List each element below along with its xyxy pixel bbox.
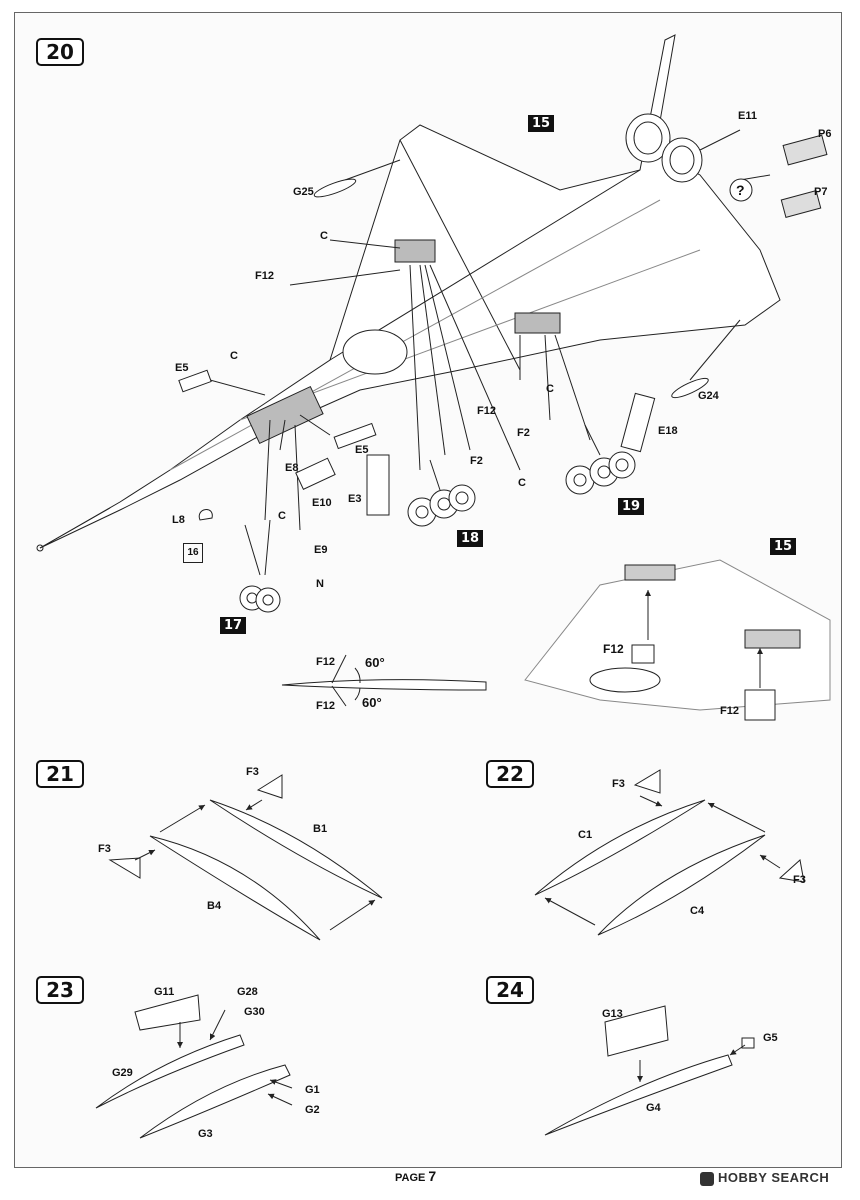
part-label-e10: E10 bbox=[312, 497, 332, 509]
part-label-22-c4: C4 bbox=[690, 905, 705, 917]
nose-bay-insert bbox=[394, 239, 436, 263]
step21-tank bbox=[108, 774, 383, 941]
part-label-c-3: C bbox=[546, 383, 554, 395]
part-label-f12-detail-2: F12 bbox=[720, 705, 739, 717]
nose-gear-17 bbox=[239, 519, 281, 613]
part-g24 bbox=[671, 377, 709, 399]
part-label-g24: G24 bbox=[698, 390, 719, 402]
part-label-f12-2: F12 bbox=[477, 405, 496, 417]
part-label-f12-angle-bottom: F12 bbox=[316, 700, 335, 712]
part-label-c-4: C bbox=[518, 477, 526, 489]
part-label-g29: G29 bbox=[112, 1067, 133, 1079]
part-g25 bbox=[313, 178, 357, 198]
part-label-f2-2: F2 bbox=[470, 455, 483, 467]
part-label-n: N bbox=[316, 578, 324, 590]
detail-15-inset bbox=[524, 559, 831, 721]
part-label-e3: E3 bbox=[348, 493, 362, 505]
main-gear-18 bbox=[407, 459, 476, 527]
option-circle bbox=[729, 178, 753, 202]
step23-missile bbox=[95, 994, 293, 1139]
part-e5-panel-2 bbox=[333, 422, 377, 450]
angle-label-bottom: 60° bbox=[362, 695, 382, 710]
part-label-g13: G13 bbox=[602, 1008, 623, 1020]
step-number-21: 21 bbox=[36, 760, 84, 788]
part-p6-mesh bbox=[782, 134, 828, 166]
angle-label-top: 60° bbox=[365, 655, 385, 670]
part-label-c-5: C bbox=[278, 510, 286, 522]
part-label-22-c1: C1 bbox=[578, 829, 593, 841]
part-label-f2-1: F2 bbox=[517, 427, 530, 439]
part-label-e8: E8 bbox=[285, 462, 299, 474]
main-bay-insert bbox=[514, 312, 561, 334]
part-label-e9: E9 bbox=[314, 544, 328, 556]
gun-bay-insert bbox=[246, 385, 324, 445]
angle-diagram bbox=[281, 654, 487, 707]
step24-missile bbox=[544, 1005, 755, 1136]
part-label-22-f3-top: F3 bbox=[612, 778, 625, 790]
part-label-c-2: C bbox=[230, 350, 238, 362]
part-label-e5-2: E5 bbox=[355, 444, 369, 456]
part-label-g11: G11 bbox=[154, 986, 175, 998]
part-label-22-f3-right: F3 bbox=[793, 874, 806, 886]
step-number-20: 20 bbox=[36, 38, 84, 66]
subassembly-tag-19: 19 bbox=[618, 498, 645, 515]
part-label-g5: G5 bbox=[763, 1032, 778, 1044]
part-label-g2: G2 bbox=[305, 1104, 320, 1116]
part-label-g1: G1 bbox=[305, 1084, 320, 1096]
watermark: HOBBY SEARCH bbox=[700, 1170, 829, 1186]
step22-tank bbox=[534, 769, 805, 936]
part-label-p7: P7 bbox=[814, 186, 828, 198]
part-l8 bbox=[198, 509, 213, 521]
part-label-f12-1: F12 bbox=[255, 270, 274, 282]
option-marker-label: ? bbox=[736, 182, 745, 198]
part-g5-nose bbox=[741, 1037, 755, 1049]
subassembly-tag-17: 17 bbox=[220, 617, 247, 634]
part-label-g3: G3 bbox=[198, 1128, 213, 1140]
subassembly-tag-15: 15 bbox=[528, 115, 555, 132]
part-label-e5-1: E5 bbox=[175, 362, 189, 374]
subassembly-tag-18: 18 bbox=[457, 530, 484, 547]
part-label-21-b4: B4 bbox=[207, 900, 222, 912]
part-p7-mesh bbox=[780, 190, 822, 218]
part-label-e11: E11 bbox=[738, 110, 757, 122]
part-label-c-1: C bbox=[320, 230, 328, 242]
main-gear-19 bbox=[565, 424, 636, 495]
step-number-23: 23 bbox=[36, 976, 84, 1004]
part-label-l8: L8 bbox=[172, 514, 185, 526]
page-footer: PAGE 7 bbox=[395, 1168, 436, 1184]
part-e5-panel bbox=[178, 369, 212, 393]
part-label-21-f3-left: F3 bbox=[98, 843, 111, 855]
subassembly-tag-15-detail: 15 bbox=[770, 538, 797, 555]
part-label-g28: G28 bbox=[237, 986, 258, 998]
page-number: 7 bbox=[428, 1168, 437, 1184]
page-label: PAGE bbox=[395, 1172, 426, 1184]
part-label-f12-angle-top: F12 bbox=[316, 656, 335, 668]
part-label-f12-detail-1: F12 bbox=[603, 642, 624, 656]
aircraft-airframe bbox=[36, 34, 781, 552]
part-label-g4: G4 bbox=[646, 1102, 661, 1114]
part-label-e18: E18 bbox=[658, 425, 678, 437]
detail-f12-part-2 bbox=[744, 689, 776, 721]
part-e10 bbox=[295, 457, 336, 491]
watermark-logo-icon bbox=[700, 1171, 714, 1186]
part-label-21-f3-top: F3 bbox=[246, 766, 259, 778]
part-label-21-b1: B1 bbox=[313, 823, 328, 835]
part-label-p6: P6 bbox=[818, 128, 832, 140]
reference-number-box: 16 bbox=[183, 543, 203, 563]
part-e18-door bbox=[620, 392, 656, 453]
step-number-22: 22 bbox=[486, 760, 534, 788]
part-e3-door bbox=[366, 454, 390, 516]
detail-f12-part bbox=[631, 644, 655, 664]
part-label-g25: G25 bbox=[293, 186, 314, 198]
step-number-24: 24 bbox=[486, 976, 534, 1004]
part-label-g30: G30 bbox=[244, 1006, 265, 1018]
watermark-text: HOBBY SEARCH bbox=[718, 1170, 830, 1185]
